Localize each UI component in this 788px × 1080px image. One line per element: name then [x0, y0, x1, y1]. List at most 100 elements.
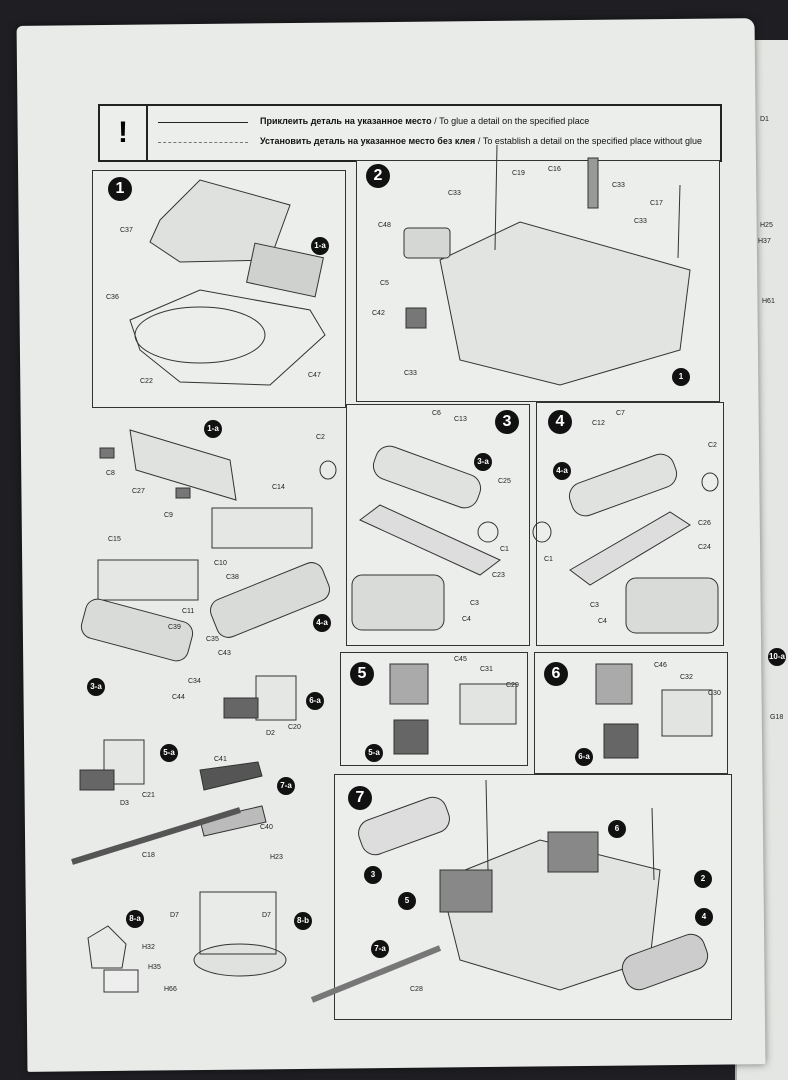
antenna-c17 [677, 184, 681, 259]
step-4-badge: 4 [548, 410, 572, 434]
part-label: C33 [612, 182, 625, 189]
side-part-label: H25 [760, 222, 773, 229]
c1-part-4 [532, 521, 552, 543]
part-label: C42 [372, 310, 385, 317]
part-label: C23 [492, 572, 505, 579]
side-part-label: D1 [760, 116, 769, 123]
part-label: H32 [142, 944, 155, 951]
launcher-final-4 [621, 933, 709, 991]
ref-5-badge: 5 [398, 892, 416, 910]
h35-part [103, 969, 139, 993]
ref-4-badge: 4 [695, 908, 713, 926]
d3-part [79, 769, 115, 791]
part-label: C40 [260, 824, 273, 831]
c27-part [129, 429, 237, 501]
c8-part [99, 447, 115, 459]
ref-1-badge: 1 [672, 368, 690, 386]
c41-part [199, 761, 263, 791]
part-label: C8 [106, 470, 115, 477]
part-label: H66 [164, 986, 177, 993]
sub-8b-badge: 8-b [294, 912, 312, 930]
step-6-badge: 6 [544, 662, 568, 686]
sight-6 [603, 723, 639, 759]
sub-4a-badge: 4-a [313, 614, 331, 632]
c42-part [405, 307, 427, 329]
c30-part [661, 689, 713, 737]
legend-noglue-row: Установить деталь на указанное место без… [260, 136, 703, 146]
part-label: C36 [106, 294, 119, 301]
part-label: C47 [308, 372, 321, 379]
legend-box: ! Приклеить деталь на указанное место / … [98, 104, 722, 162]
step-5-badge: 5 [350, 662, 374, 686]
part-label: C2 [316, 434, 325, 441]
step-2-badge: 2 [366, 164, 390, 188]
part-label: C26 [698, 520, 711, 527]
part-label: C5 [380, 280, 389, 287]
launcher-tubes-4 [568, 453, 678, 517]
part-label: C1 [544, 556, 553, 563]
sub-6a-badge: 6-a [306, 692, 324, 710]
part-label: C6 [432, 410, 441, 417]
sub-7a-badge: 7-a [277, 777, 295, 795]
part-label: C33 [448, 190, 461, 197]
part-label: D3 [120, 800, 129, 807]
part-label: C39 [168, 624, 181, 631]
launcher-final-3 [358, 796, 450, 856]
sight-final-6 [547, 831, 599, 873]
part-label: C33 [634, 218, 647, 225]
part-label: C10 [214, 560, 227, 567]
part-label: C25 [498, 478, 511, 485]
sub-8a-badge: 8-a [126, 910, 144, 928]
part-label: D2 [266, 730, 275, 737]
part-label: C11 [182, 608, 195, 615]
part-label: C21 [142, 792, 155, 799]
c43-tubes [209, 562, 331, 638]
turret-hull-part [129, 289, 326, 386]
part-label: C18 [142, 852, 155, 859]
part-label: C15 [108, 536, 121, 543]
part-label: C45 [454, 656, 467, 663]
part-label: C48 [378, 222, 391, 229]
sub-7a-badge: 7-a [371, 940, 389, 958]
ref-3-badge: 3 [364, 866, 382, 884]
part-label: C14 [272, 484, 285, 491]
h23-cage [199, 891, 277, 955]
sight-5 [393, 719, 429, 755]
c18-barrel [71, 807, 241, 865]
launcher-base-3 [359, 504, 501, 576]
c29-part [459, 683, 517, 725]
part-label: C46 [654, 662, 667, 669]
sub-1a-badge: 1-a [204, 420, 222, 438]
c46-part [595, 663, 633, 705]
part-label: C4 [462, 616, 471, 623]
ref-6-badge: 6 [608, 820, 626, 838]
turret-ring [134, 306, 266, 364]
sub-1a-badge: 1-a [311, 237, 329, 255]
part-label: C38 [226, 574, 239, 581]
side-part-label: H37 [758, 238, 771, 245]
part-label: C41 [214, 756, 227, 763]
part-label: C33 [404, 370, 417, 377]
launcher-tubes-3 [372, 445, 482, 509]
sub-3a-badge: 3-a [87, 678, 105, 696]
part-label: D7 [170, 912, 179, 919]
part-label: C29 [506, 682, 519, 689]
part-label: C9 [164, 512, 173, 519]
part-label: C17 [650, 200, 663, 207]
part-label: D7 [262, 912, 271, 919]
sub-4a-badge: 4-a [553, 462, 571, 480]
c45-part [389, 663, 429, 705]
part-label: C30 [708, 690, 721, 697]
antenna-final-2 [651, 807, 655, 881]
c9-part [175, 487, 191, 499]
step-7-badge: 7 [348, 786, 372, 810]
c2-part-4 [701, 472, 719, 492]
part-label: C37 [120, 227, 133, 234]
part-label: C22 [140, 378, 153, 385]
part-label: C43 [218, 650, 231, 657]
c16-part [587, 157, 599, 209]
part-label: C32 [680, 674, 693, 681]
side-10a-badge: 10-a [768, 648, 786, 666]
part-label: C12 [592, 420, 605, 427]
